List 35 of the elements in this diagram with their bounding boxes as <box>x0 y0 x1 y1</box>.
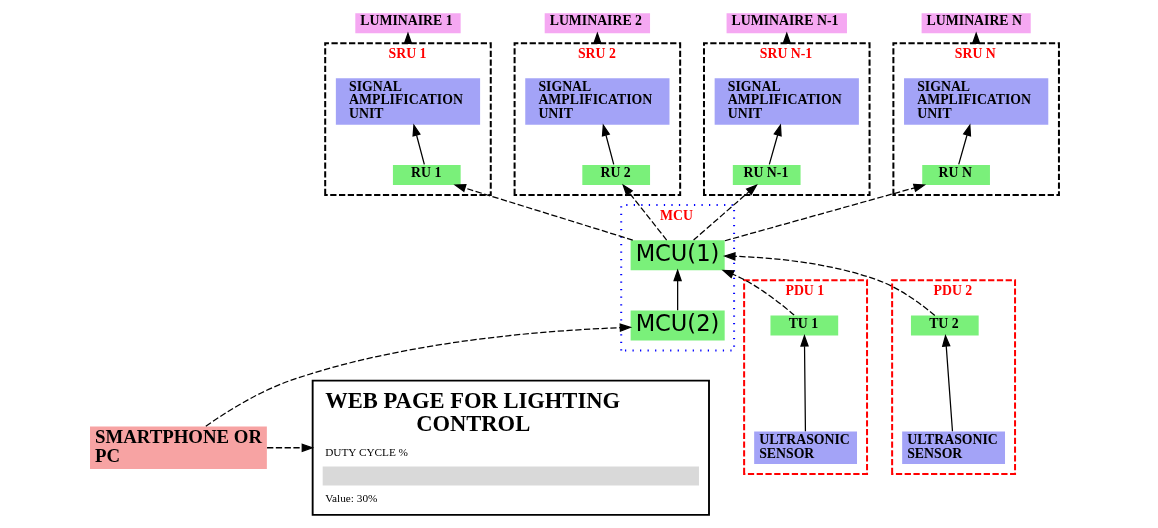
arrow <box>621 183 667 241</box>
node-box: WEB PAGE FOR LIGHTING CONTROL DUTY CYCLE % Value: 30% <box>311 379 710 516</box>
arrow <box>411 123 425 166</box>
arrow <box>265 443 314 453</box>
arrow <box>452 184 633 241</box>
node-box: MCU(1) <box>630 240 725 271</box>
arrow <box>672 268 682 311</box>
node-box: LUMINAIRE N <box>921 13 1031 34</box>
node-box: LUMINAIRE N-1 <box>726 13 847 34</box>
arrow <box>601 123 614 166</box>
node-box: ULTRASONIC SENSOR <box>901 431 1005 465</box>
node-box: RU 2 <box>581 164 650 185</box>
node-box: RU 1 <box>392 164 461 185</box>
node-box: SIGNAL AMPLIFICATION UNIT <box>903 78 1048 125</box>
arrow <box>799 334 809 432</box>
node-box: SIGNAL AMPLIFICATION UNIT <box>714 78 859 125</box>
arrow <box>723 183 926 242</box>
node-box: RU N <box>921 164 990 185</box>
arrow <box>204 323 632 427</box>
node-box: LUMINAIRE 2 <box>544 13 650 34</box>
node-box: ULTRASONIC SENSOR <box>753 431 857 465</box>
arrow <box>692 183 758 241</box>
node-box: SIGNAL AMPLIFICATION UNIT <box>524 78 669 125</box>
node-box: TU 2 <box>910 315 979 336</box>
arrow <box>768 123 782 166</box>
node-box: LUMINAIRE 1 <box>354 13 461 34</box>
arrow <box>722 251 935 317</box>
node-box: SIGNAL AMPLIFICATION UNIT <box>335 78 480 125</box>
arrow <box>721 269 795 316</box>
node-box: TU 1 <box>769 315 838 336</box>
node-box: SMARTPHONE OR PC <box>89 426 267 470</box>
arrow <box>957 123 971 166</box>
node-box: MCU(2) <box>630 310 725 341</box>
node-box: RU N-1 <box>732 164 801 185</box>
arrow <box>941 334 953 432</box>
